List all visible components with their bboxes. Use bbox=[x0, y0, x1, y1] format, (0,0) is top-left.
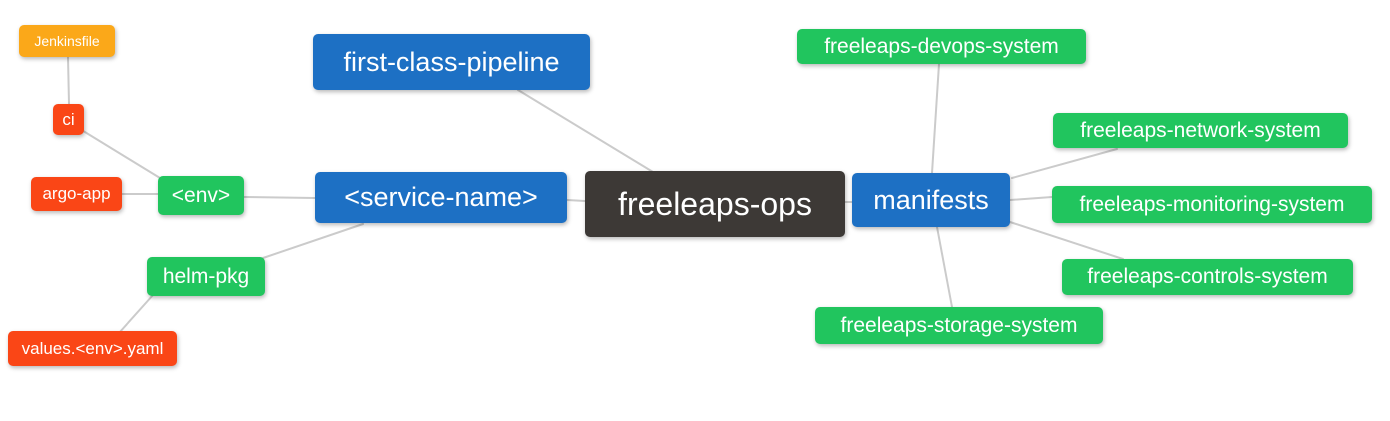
node-manifests[interactable]: manifests bbox=[852, 173, 1010, 227]
edge-manifests-storage-system bbox=[936, 226, 953, 308]
edge-manifests-controls-system bbox=[1009, 221, 1124, 260]
node-ci[interactable]: ci bbox=[53, 104, 84, 135]
node-freeleaps-devops-system[interactable]: freeleaps-devops-system bbox=[797, 29, 1086, 64]
edge-service-name-helm-pkg bbox=[262, 223, 364, 259]
node-helm-pkg[interactable]: helm-pkg bbox=[147, 257, 265, 296]
edge-manifests-monitoring-system bbox=[1009, 196, 1053, 201]
edge-env-service-name bbox=[243, 196, 316, 199]
node-freeleaps-controls-system[interactable]: freeleaps-controls-system bbox=[1062, 259, 1353, 295]
node-jenkinsfile[interactable]: Jenkinsfile bbox=[19, 25, 115, 57]
edge-ci-env bbox=[79, 128, 161, 179]
edge-jenkinsfile-ci bbox=[67, 56, 70, 105]
node-freeleaps-storage-system[interactable]: freeleaps-storage-system bbox=[815, 307, 1103, 344]
edge-first-class-pipeline-root bbox=[517, 89, 654, 173]
node-freeleaps-ops-root[interactable]: freeleaps-ops bbox=[585, 171, 845, 237]
edge-service-name-root bbox=[566, 199, 586, 202]
node-argo-app[interactable]: argo-app bbox=[31, 177, 122, 211]
node-freeleaps-network-system[interactable]: freeleaps-network-system bbox=[1053, 113, 1348, 148]
edge-manifests-devops-system bbox=[931, 63, 940, 174]
edge-manifests-network-system bbox=[1011, 148, 1118, 179]
node-service-name[interactable]: <service-name> bbox=[315, 172, 567, 223]
node-env[interactable]: <env> bbox=[158, 176, 244, 215]
node-freeleaps-monitoring-system[interactable]: freeleaps-monitoring-system bbox=[1052, 186, 1372, 223]
node-first-class-pipeline[interactable]: first-class-pipeline bbox=[313, 34, 590, 90]
node-values-env-yaml[interactable]: values.<env>.yaml bbox=[8, 331, 177, 366]
edge-helm-pkg-values bbox=[118, 294, 154, 334]
